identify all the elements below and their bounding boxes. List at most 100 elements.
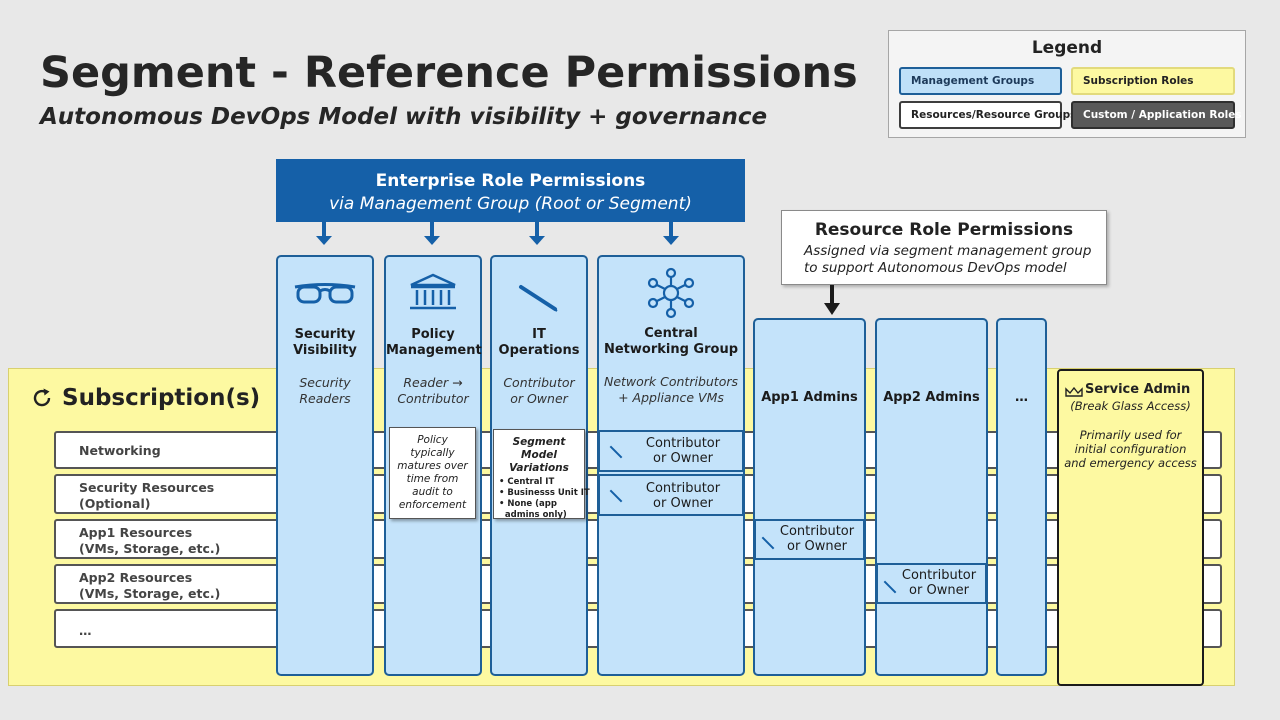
column-title: … <box>1015 390 1028 405</box>
column-role: Readers <box>299 391 351 406</box>
pen-icon <box>609 489 623 503</box>
arrow-network <box>669 222 673 236</box>
column-title: Operations <box>498 343 580 358</box>
resource-role-permissions: Resource Role Permissions Assigned via s… <box>781 210 1107 285</box>
column-app2-admins: App2 Admins <box>875 318 988 676</box>
legend-custom-roles: Custom / Application Roles <box>1071 101 1242 129</box>
row-label-sub: (VMs, Storage, etc.) <box>79 541 221 556</box>
note-title: Variations <box>509 462 569 474</box>
refresh-icon <box>33 388 51 407</box>
note-line: time from <box>406 473 459 485</box>
column-title: Visibility <box>293 343 357 358</box>
note-line: typically <box>410 447 455 459</box>
legend-subscription-roles: Subscription Roles <box>1071 67 1235 95</box>
arrow-head <box>424 236 440 245</box>
resource-role-desc: Assigned via segment management group to… <box>804 243 1091 277</box>
arrow-policy <box>430 222 434 236</box>
service-admin-title: Service Admin <box>1085 382 1191 397</box>
contributor-line: or Owner <box>653 496 713 511</box>
service-admin-desc-line: and emergency access <box>1064 456 1197 470</box>
contributor-app1: Contributor or Owner <box>754 519 865 560</box>
resource-role-title: Resource Role Permissions <box>814 220 1074 240</box>
column-role: Network Contributors <box>603 374 739 389</box>
contributor-line: Contributor <box>645 436 721 451</box>
subscriptions-title: Subscription(s) <box>62 385 261 411</box>
glasses-icon <box>278 279 372 309</box>
enterprise-subtitle: via Management Group (Root or Segment) <box>329 194 692 214</box>
note-line: enforcement <box>398 499 467 511</box>
note-line: audit to <box>412 486 453 498</box>
contributor-security: Contributor or Owner <box>598 474 744 516</box>
column-role: Security <box>299 375 351 390</box>
note-item: • Central IT <box>499 477 555 487</box>
contributor-line: Contributor <box>645 481 721 496</box>
network-hub-icon <box>599 267 743 319</box>
resource-role-line2: to support Autonomous DevOps model <box>804 260 1067 276</box>
column-security-visibility: Security Visibility Security Readers <box>276 255 374 676</box>
it-variations-note: Segment Model Variations • Central IT • … <box>493 429 590 520</box>
page-title: Segment - Reference Permissions <box>40 48 858 98</box>
row-label: App2 Resources <box>79 570 193 585</box>
page-subtitle: Autonomous DevOps Model with visibility … <box>40 104 768 130</box>
column-role: or Owner <box>510 391 568 406</box>
column-role: Contributor <box>397 391 469 406</box>
pen-icon <box>492 283 586 315</box>
policy-note: Policy typically matures over time from … <box>389 427 476 519</box>
crown-icon <box>1065 383 1083 402</box>
legend-title: Legend <box>1031 38 1103 58</box>
enterprise-role-permissions: Enterprise Role Permissions via Manageme… <box>276 159 745 222</box>
column-app1-admins: App1 Admins <box>753 318 866 676</box>
column-title: Central <box>644 326 698 341</box>
contributor-line: Contributor <box>779 524 855 539</box>
enterprise-title: Enterprise Role Permissions <box>375 171 646 191</box>
service-admin-box: Service Admin (Break Glass Access) Prima… <box>1057 369 1204 686</box>
row-label: Networking <box>79 443 161 458</box>
legend: Legend Management Groups Subscription Ro… <box>888 30 1246 138</box>
contributor-line: or Owner <box>653 451 713 466</box>
subscriptions-heading: Subscription(s) <box>30 385 260 411</box>
column-title: App1 Admins <box>761 390 858 405</box>
note-line: matures over <box>397 460 468 472</box>
column-title: Security <box>294 327 356 342</box>
column-role: Contributor <box>503 375 575 390</box>
contributor-line: Contributor <box>901 568 977 583</box>
arrow-head <box>529 236 545 245</box>
contributor-networking: Contributor or Owner <box>598 430 744 472</box>
row-label: App1 Resources <box>79 525 193 540</box>
note-line: Policy <box>417 434 448 446</box>
note-title: Segment Model <box>512 436 566 461</box>
column-title: IT <box>532 327 546 342</box>
legend-resources: Resources/Resource Groups <box>899 101 1076 129</box>
arrow-resource-role <box>830 285 834 305</box>
note-item: admins only) <box>499 510 567 520</box>
contributor-app2: Contributor or Owner <box>876 563 987 604</box>
service-admin-desc-line: initial configuration <box>1074 442 1187 456</box>
note-item: • None (app <box>499 499 557 509</box>
service-admin-desc: Primarily used for initial configuration… <box>1059 428 1202 470</box>
contributor-line: or Owner <box>787 539 847 554</box>
column-more: … <box>996 318 1047 676</box>
pen-icon <box>609 445 623 459</box>
row-label-sub: (Optional) <box>79 496 151 511</box>
column-role: + Appliance VMs <box>618 390 724 405</box>
resource-role-line1: Assigned via segment management group <box>804 243 1092 259</box>
legend-management-groups: Management Groups <box>899 67 1062 95</box>
row-label: Security Resources <box>79 480 215 495</box>
column-title: Networking Group <box>603 342 739 357</box>
arrow-head <box>316 236 332 245</box>
column-title: Policy <box>411 327 455 342</box>
arrow-security <box>322 222 326 236</box>
column-role: Reader → <box>403 375 463 390</box>
contributor-line: or Owner <box>909 583 969 598</box>
service-admin-subtitle: (Break Glass Access) <box>1070 399 1191 413</box>
arrow-head <box>663 236 679 245</box>
row-label-sub: (VMs, Storage, etc.) <box>79 586 221 601</box>
note-item: • Businesss Unit IT <box>499 488 590 498</box>
arrow-it <box>535 222 539 236</box>
building-icon <box>386 273 480 313</box>
arrow-head <box>824 303 840 315</box>
column-title: Management <box>386 343 482 358</box>
column-title: App2 Admins <box>883 390 980 405</box>
service-admin-desc-line: Primarily used for <box>1079 428 1182 442</box>
row-label: … <box>79 623 92 638</box>
